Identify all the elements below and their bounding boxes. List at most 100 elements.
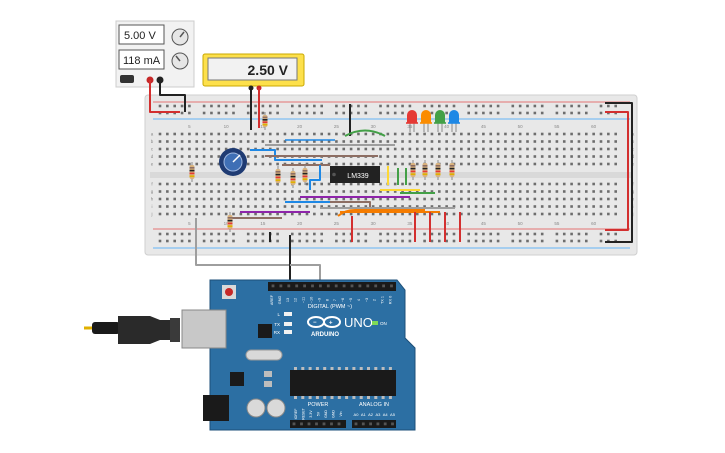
row-letter: b bbox=[632, 139, 635, 144]
power-pin[interactable] bbox=[300, 422, 303, 426]
multimeter[interactable]: 2.50 V bbox=[202, 53, 305, 91]
wire-green-arch[interactable] bbox=[344, 129, 386, 137]
digital-pin[interactable] bbox=[350, 284, 354, 288]
breadboard-hole bbox=[276, 104, 279, 108]
wire-rail-right-red[interactable] bbox=[605, 111, 629, 231]
digital-pin[interactable] bbox=[311, 284, 314, 288]
power-pin[interactable] bbox=[330, 422, 333, 426]
resistor[interactable] bbox=[189, 162, 195, 182]
digital-pin[interactable] bbox=[271, 284, 275, 288]
breadboard-hole bbox=[474, 111, 478, 115]
digital-pin[interactable] bbox=[382, 284, 385, 288]
resistor[interactable] bbox=[275, 166, 281, 186]
digital-pin-label: ~3 bbox=[365, 298, 369, 302]
power-supply[interactable]: 5.00 V 118 mA bbox=[115, 20, 195, 88]
breadboard-hole bbox=[246, 190, 250, 193]
analog-pin[interactable] bbox=[354, 422, 358, 426]
reset-button[interactable] bbox=[225, 288, 233, 296]
breadboard-hole bbox=[423, 182, 426, 186]
digital-pin[interactable] bbox=[279, 284, 283, 288]
wire-brown-3[interactable] bbox=[330, 201, 371, 207]
digital-pin[interactable] bbox=[334, 284, 338, 288]
led[interactable] bbox=[406, 110, 418, 132]
resistor[interactable] bbox=[227, 212, 233, 232]
breadboard-hole bbox=[445, 147, 448, 151]
power-pin[interactable] bbox=[315, 422, 318, 426]
breadboard-hole bbox=[533, 111, 537, 115]
power-switch[interactable] bbox=[120, 75, 134, 83]
resistor[interactable] bbox=[422, 160, 428, 180]
resistor[interactable] bbox=[302, 165, 308, 185]
digital-pin[interactable] bbox=[366, 284, 370, 288]
breadboard-hole bbox=[298, 104, 301, 108]
atmega-chip bbox=[290, 370, 396, 396]
resistor[interactable] bbox=[262, 112, 268, 130]
breadboard-hole bbox=[401, 155, 404, 158]
leds[interactable] bbox=[406, 110, 460, 132]
digital-pin[interactable] bbox=[342, 284, 346, 288]
breadboard-hole bbox=[423, 190, 426, 193]
breadboard-hole bbox=[217, 205, 221, 208]
wire-rail-right-black[interactable] bbox=[605, 102, 633, 243]
breadboard-hole bbox=[496, 162, 500, 166]
led[interactable] bbox=[420, 110, 432, 132]
digital-pin[interactable] bbox=[295, 284, 299, 288]
breadboard-hole bbox=[599, 182, 603, 186]
analog-pin[interactable] bbox=[376, 422, 380, 426]
breadboard-hole bbox=[232, 205, 235, 208]
digital-pin[interactable] bbox=[326, 284, 330, 288]
breadboard[interactable]: 5510101515202025253030353540404545505055… bbox=[144, 94, 638, 256]
breadboard-hole bbox=[504, 147, 507, 151]
analog-pin[interactable] bbox=[391, 422, 394, 426]
led[interactable] bbox=[448, 110, 460, 132]
analog-pin[interactable] bbox=[369, 422, 372, 426]
breadboard-hole bbox=[614, 162, 617, 166]
wire-blue-2[interactable] bbox=[309, 165, 321, 190]
wire-gray-arduino[interactable] bbox=[195, 218, 290, 266]
digital-pin[interactable] bbox=[390, 284, 393, 288]
resistor[interactable] bbox=[435, 160, 441, 180]
breadboard-hole bbox=[533, 197, 537, 201]
analog-pin[interactable] bbox=[361, 422, 365, 426]
breadboard-hole bbox=[195, 155, 199, 158]
breadboard-hole bbox=[298, 147, 301, 151]
power-pin[interactable] bbox=[322, 422, 326, 426]
power-pin[interactable] bbox=[307, 422, 311, 426]
breadboard-hole bbox=[607, 132, 610, 136]
breadboard-hole bbox=[430, 212, 434, 216]
digital-pin[interactable] bbox=[319, 284, 322, 288]
digital-pin[interactable] bbox=[358, 284, 362, 288]
breadboard-hole bbox=[217, 232, 221, 236]
resistor[interactable] bbox=[410, 160, 416, 180]
wire-orange-2[interactable] bbox=[337, 209, 425, 217]
svg-text:+: + bbox=[329, 321, 333, 327]
chip-pin bbox=[308, 367, 312, 370]
power-pin[interactable] bbox=[292, 422, 296, 426]
breadboard-hole bbox=[371, 205, 375, 208]
breadboard-hole bbox=[504, 197, 507, 201]
digital-pin[interactable] bbox=[287, 284, 291, 288]
breadboard-hole bbox=[217, 140, 221, 143]
breadboard-hole bbox=[511, 212, 515, 216]
digital-pin[interactable] bbox=[303, 284, 306, 288]
wire-psu-positive[interactable] bbox=[149, 80, 180, 113]
breadboard-hole bbox=[254, 162, 257, 166]
digital-pin[interactable] bbox=[374, 284, 378, 288]
power-pin[interactable] bbox=[337, 422, 341, 426]
lm339-chip[interactable]: LM339 bbox=[330, 166, 380, 183]
chip-pin bbox=[374, 367, 378, 370]
breadboard-hole bbox=[445, 162, 448, 166]
analog-pin[interactable] bbox=[383, 422, 387, 426]
wire-psu-negative[interactable] bbox=[159, 80, 186, 112]
resistor[interactable] bbox=[449, 160, 455, 180]
breadboard-hole bbox=[592, 190, 595, 193]
breadboard-hole bbox=[180, 182, 184, 186]
led-dome bbox=[449, 110, 459, 120]
breadboard-hole bbox=[562, 205, 566, 208]
potentiometer[interactable] bbox=[219, 148, 247, 176]
breadboard-hole bbox=[254, 155, 257, 158]
led[interactable] bbox=[434, 110, 446, 132]
resistor[interactable] bbox=[290, 168, 296, 188]
breadboard-hole bbox=[320, 111, 323, 115]
